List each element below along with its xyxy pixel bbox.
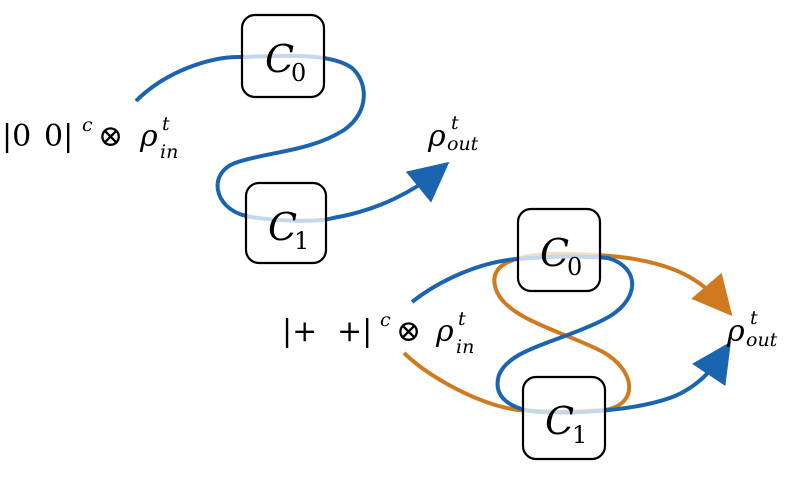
- top-gate-c0: C 0: [240, 13, 326, 99]
- ket-plus: |+: [282, 314, 317, 349]
- bra-plus: +|: [337, 314, 372, 349]
- gate-subscript: 1: [572, 421, 587, 449]
- gate-symbol: C: [265, 37, 294, 81]
- gate-symbol: C: [545, 399, 574, 443]
- top-output-label: ρ t out: [427, 112, 479, 155]
- top-input-label: |0 0| c ⊗ ρ t in: [2, 113, 178, 163]
- rho-superscript: t: [451, 112, 459, 134]
- rho-subscript: in: [160, 141, 178, 163]
- rho-symbol: ρ: [726, 314, 745, 349]
- rho-subscript: in: [456, 336, 474, 358]
- rho-superscript: t: [162, 113, 170, 135]
- tensor-symbol: ⊗: [98, 119, 123, 154]
- bottom-orange-path: [402, 251, 733, 414]
- bottom-gate-c0: C 0: [516, 207, 602, 293]
- tensor-symbol: ⊗: [396, 314, 421, 349]
- gate-symbol: C: [268, 205, 297, 249]
- bra-zero: 0|: [44, 119, 73, 154]
- gate-subscript: 0: [291, 59, 306, 87]
- bottom-gate-c1: C 1: [521, 375, 607, 461]
- rho-superscript: t: [458, 308, 466, 330]
- bottom-output-label: ρ t out: [726, 307, 778, 351]
- top-path-diagram: C 0 C 1 |0 0| c ⊗ ρ t in ρ t out: [2, 13, 479, 265]
- gate-subscript: 0: [567, 253, 582, 281]
- rho-symbol: ρ: [427, 119, 446, 154]
- gate-symbol: C: [540, 231, 569, 275]
- rho-subscript: out: [746, 329, 778, 351]
- bottom-path-diagram: C 0 C 1 |+ +| c ⊗ ρ t in ρ t out: [282, 207, 778, 461]
- rho-symbol: ρ: [139, 119, 158, 154]
- gate-subscript: 1: [294, 227, 309, 255]
- control-superscript: c: [380, 309, 391, 331]
- control-superscript: c: [82, 114, 93, 136]
- rho-symbol: ρ: [435, 314, 454, 349]
- rho-subscript: out: [447, 133, 479, 155]
- top-gate-c1: C 1: [244, 181, 328, 265]
- rho-superscript: t: [750, 307, 758, 329]
- ket-zero: |0: [2, 119, 31, 154]
- bottom-input-label: |+ +| c ⊗ ρ t in: [282, 308, 474, 358]
